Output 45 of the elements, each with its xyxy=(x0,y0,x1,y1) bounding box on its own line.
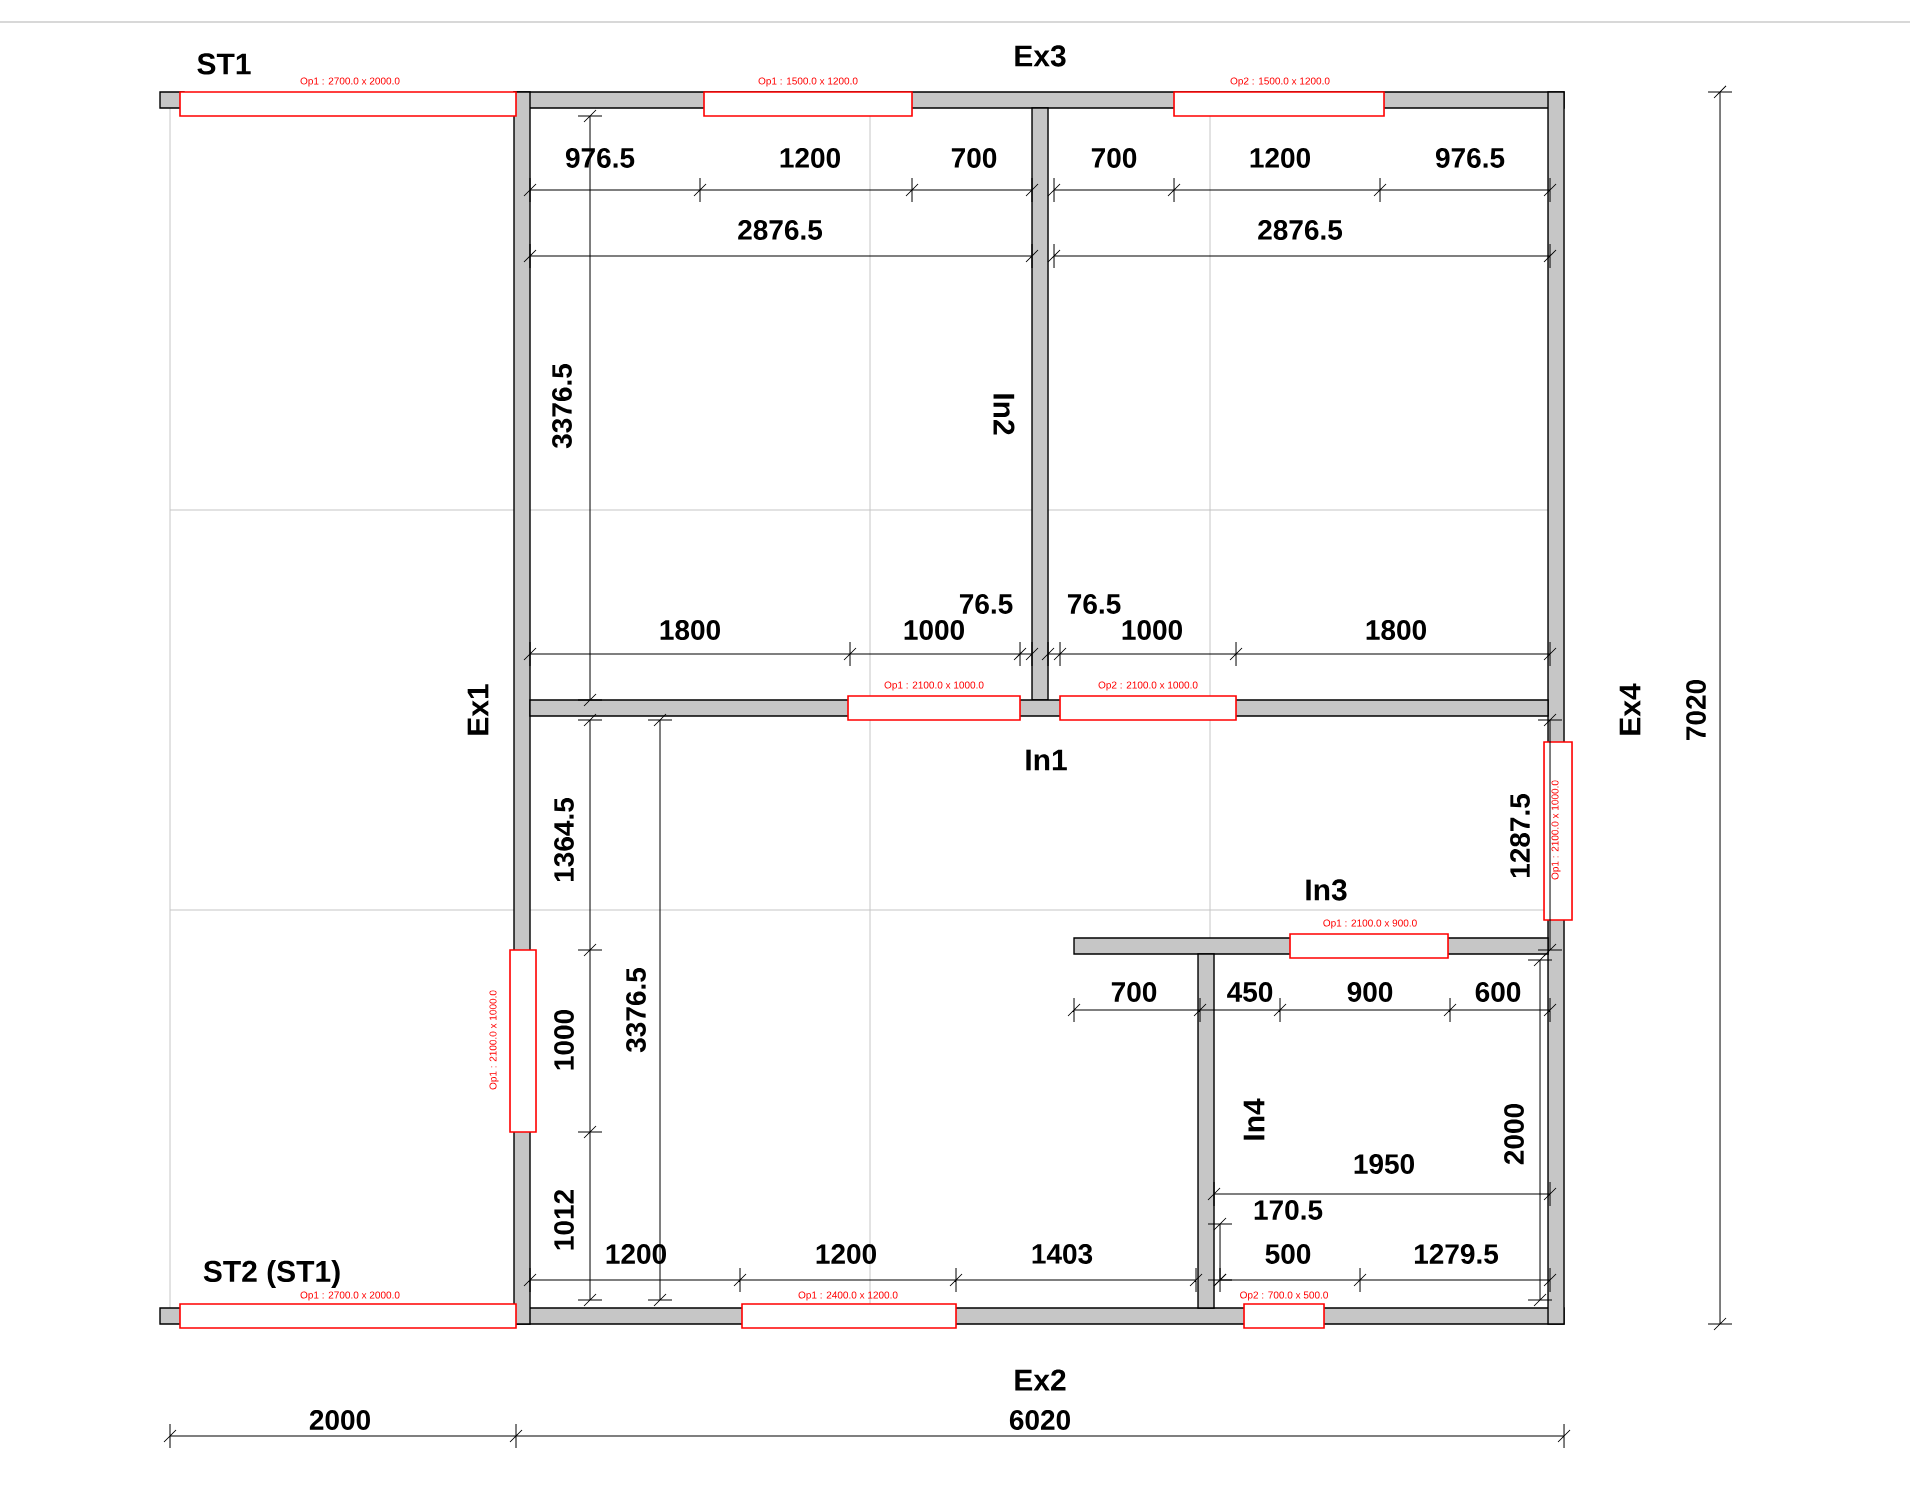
dimension-value: 600 xyxy=(1475,982,1521,1002)
dimension-value: 700 xyxy=(951,148,997,168)
dimension-value: 1000 xyxy=(1122,620,1182,640)
dimension-value: 1200 xyxy=(780,148,840,168)
element-label: ST1 xyxy=(197,53,251,75)
element-label: In1 xyxy=(1026,749,1067,771)
element-label: Ex4 xyxy=(1619,683,1641,735)
dimension-value: 170.5 xyxy=(1254,1200,1323,1220)
element-label: Ex2 xyxy=(1015,1369,1066,1391)
element-label: In3 xyxy=(1306,879,1347,901)
dimension-value: 1800 xyxy=(660,620,720,640)
dimension-value: 6020 xyxy=(1009,1410,1070,1430)
dimension-value: 976.5 xyxy=(565,148,635,168)
dimension-value: 700 xyxy=(1111,982,1157,1002)
dimension-value: 2876.5 xyxy=(738,220,823,240)
element-label: In4 xyxy=(1243,1098,1265,1140)
element-label: In2 xyxy=(993,394,1015,435)
dimension-value: 1800 xyxy=(1366,620,1426,640)
dimension-value: 1403 xyxy=(1032,1244,1093,1264)
dimension-value: 450 xyxy=(1227,982,1273,1002)
dimension-value: 1287.5 xyxy=(1510,793,1530,878)
dimension-value: 500 xyxy=(1265,1244,1311,1264)
dimension-value: 3376.5 xyxy=(626,967,646,1053)
dimension-value: 1200 xyxy=(606,1244,666,1264)
element-label: ST2 (ST1) xyxy=(203,1260,340,1288)
dimension-value: 1364.5 xyxy=(554,797,574,882)
dimension-value: 2000 xyxy=(1504,1104,1524,1165)
dimension-value: 1000 xyxy=(904,620,964,640)
dimension-value: 2876.5 xyxy=(1258,220,1343,240)
dimension-value: 1012 xyxy=(554,1190,574,1250)
dimension-value: 3376.5 xyxy=(552,363,572,449)
dimension-value: 976.5 xyxy=(1435,148,1505,168)
dimension-value: 1200 xyxy=(1250,148,1310,168)
dimension-value: 1200 xyxy=(816,1244,876,1264)
element-label: Ex1 xyxy=(467,684,489,735)
dimension-value: 1950 xyxy=(1354,1154,1414,1174)
dimension-value: 7020 xyxy=(1686,680,1706,740)
dimension-value: 700 xyxy=(1091,148,1137,168)
dimension-value: 900 xyxy=(1347,982,1393,1002)
dimension-value: 1000 xyxy=(554,1010,574,1070)
element-label: Ex3 xyxy=(1015,45,1066,67)
dimension-value: 2000 xyxy=(309,1410,370,1430)
dimension-value: 76.5 xyxy=(959,594,1013,614)
dimension-value: 76.5 xyxy=(1067,594,1121,614)
dimension-value: 1279.5 xyxy=(1414,1244,1499,1264)
